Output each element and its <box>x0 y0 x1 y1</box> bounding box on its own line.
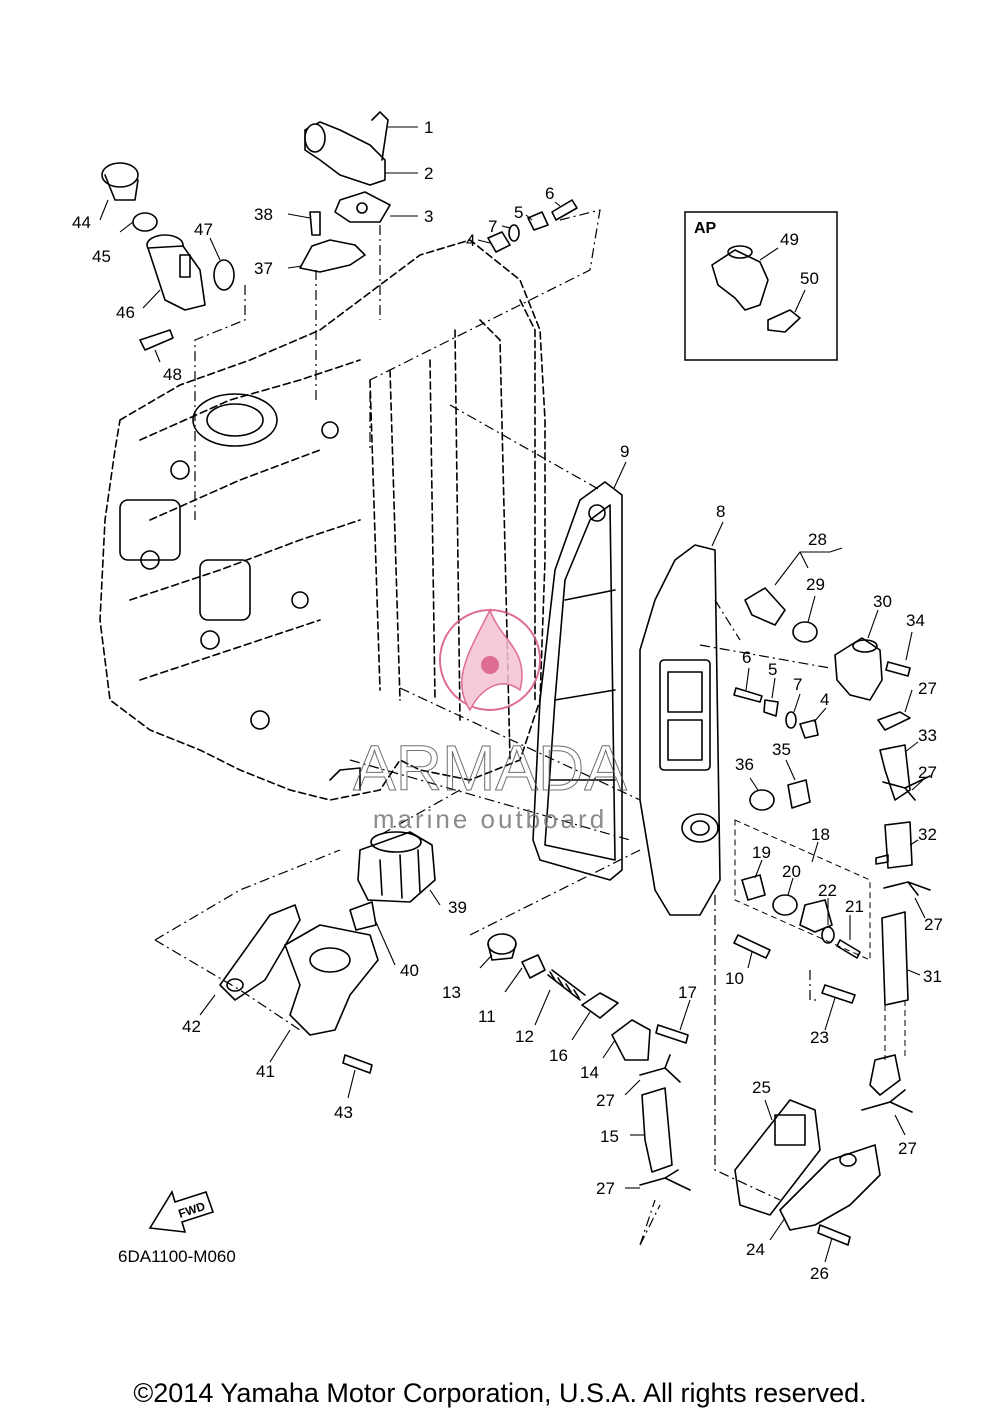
callout-33: 33 <box>918 726 937 745</box>
callout-4-mid: 4 <box>820 690 829 709</box>
thermostat-cover-30 <box>699 609 913 701</box>
callout-23: 23 <box>810 1028 829 1047</box>
callout-47: 47 <box>194 220 213 239</box>
callout-27-e: 27 <box>898 1139 917 1158</box>
callout-7-mid: 7 <box>793 675 802 694</box>
callout-38: 38 <box>254 205 273 224</box>
callout-2: 2 <box>424 164 433 183</box>
callout-12: 12 <box>515 1027 534 1046</box>
callout-34: 34 <box>906 611 925 630</box>
callout-41: 41 <box>256 1062 275 1081</box>
water-valve-assembly <box>469 849 691 1061</box>
callout-25: 25 <box>752 1078 771 1097</box>
pressure-valve-group <box>734 819 871 961</box>
top-sensor-assembly <box>304 111 418 320</box>
diagram-code: 6DA1100-M060 <box>118 1247 236 1266</box>
upper-fitting-set <box>369 199 601 450</box>
callout-5: 5 <box>514 203 523 222</box>
callout-3: 3 <box>424 207 433 226</box>
lower-hose-15 <box>624 1054 691 1246</box>
callout-37: 37 <box>254 259 273 278</box>
callout-numbers: 1 2 3 4 5 6 7 38 37 44 45 46 47 48 49 50… <box>72 118 943 1283</box>
callout-49: 49 <box>780 230 799 249</box>
callout-29: 29 <box>806 575 825 594</box>
callout-27-a: 27 <box>918 679 937 698</box>
callout-9: 9 <box>620 442 629 461</box>
watermark-sub: marine outboard <box>373 804 607 834</box>
callout-27-d: 27 <box>596 1091 615 1110</box>
callout-39: 39 <box>448 898 467 917</box>
callout-48: 48 <box>163 365 182 384</box>
engine-block <box>99 239 546 801</box>
callout-15: 15 <box>600 1127 619 1146</box>
callout-6-mid: 6 <box>742 648 751 667</box>
callout-31: 31 <box>923 967 942 986</box>
callout-19: 19 <box>752 843 771 862</box>
oil-filler-assembly <box>99 162 246 520</box>
callout-27-b: 27 <box>918 763 937 782</box>
callout-21: 21 <box>845 897 864 916</box>
callout-43: 43 <box>334 1103 353 1122</box>
plug-35-36 <box>749 759 811 811</box>
callout-28: 28 <box>808 530 827 549</box>
callout-40: 40 <box>400 961 419 980</box>
bracket-assembly <box>287 211 366 400</box>
callout-18: 18 <box>811 825 830 844</box>
callout-17: 17 <box>678 983 697 1002</box>
filter-base-41 <box>154 849 379 1099</box>
callout-4: 4 <box>466 231 475 250</box>
callout-50: 50 <box>800 269 819 288</box>
callout-44: 44 <box>72 213 91 232</box>
callout-22: 22 <box>818 881 837 900</box>
callout-36: 36 <box>735 755 754 774</box>
callout-8: 8 <box>716 502 725 521</box>
callout-24: 24 <box>746 1240 765 1259</box>
right-hose-assembly <box>861 689 931 1136</box>
bolts-10-23 <box>733 934 856 1031</box>
callout-10: 10 <box>725 969 744 988</box>
callout-32: 32 <box>918 825 937 844</box>
oil-filter-39 <box>349 789 461 966</box>
ap-inset-label: AP <box>694 220 717 237</box>
callout-30: 30 <box>873 592 892 611</box>
callout-46: 46 <box>116 303 135 322</box>
callout-45: 45 <box>92 247 111 266</box>
callout-35: 35 <box>772 740 791 759</box>
callout-16: 16 <box>549 1046 568 1065</box>
callout-26: 26 <box>810 1264 829 1283</box>
callout-11: 11 <box>478 1007 496 1026</box>
ap-inset <box>684 211 838 361</box>
callout-7: 7 <box>488 217 497 236</box>
callout-1: 1 <box>424 118 433 137</box>
fwd-arrow-icon: FWD <box>148 1190 215 1233</box>
exhaust-plate-8 <box>349 521 741 916</box>
bottom-cover-assembly <box>714 895 881 1263</box>
callout-14: 14 <box>580 1063 599 1082</box>
gasket-9 <box>449 404 627 881</box>
callout-27-c: 27 <box>924 915 943 934</box>
callout-13: 13 <box>442 983 461 1002</box>
callout-5-mid: 5 <box>768 660 777 679</box>
armada-watermark: ARMADA marine outboard <box>353 608 628 834</box>
mid-fitting-set <box>733 667 827 739</box>
watermark-main: ARMADA <box>353 732 627 804</box>
temp-sensor-28 <box>744 547 843 643</box>
callout-6: 6 <box>545 184 554 203</box>
callout-27-f: 27 <box>596 1179 615 1198</box>
callout-42: 42 <box>182 1017 201 1036</box>
callout-20: 20 <box>782 862 801 881</box>
copyright-notice: ©2014 Yamaha Motor Corporation, U.S.A. A… <box>133 1378 867 1408</box>
